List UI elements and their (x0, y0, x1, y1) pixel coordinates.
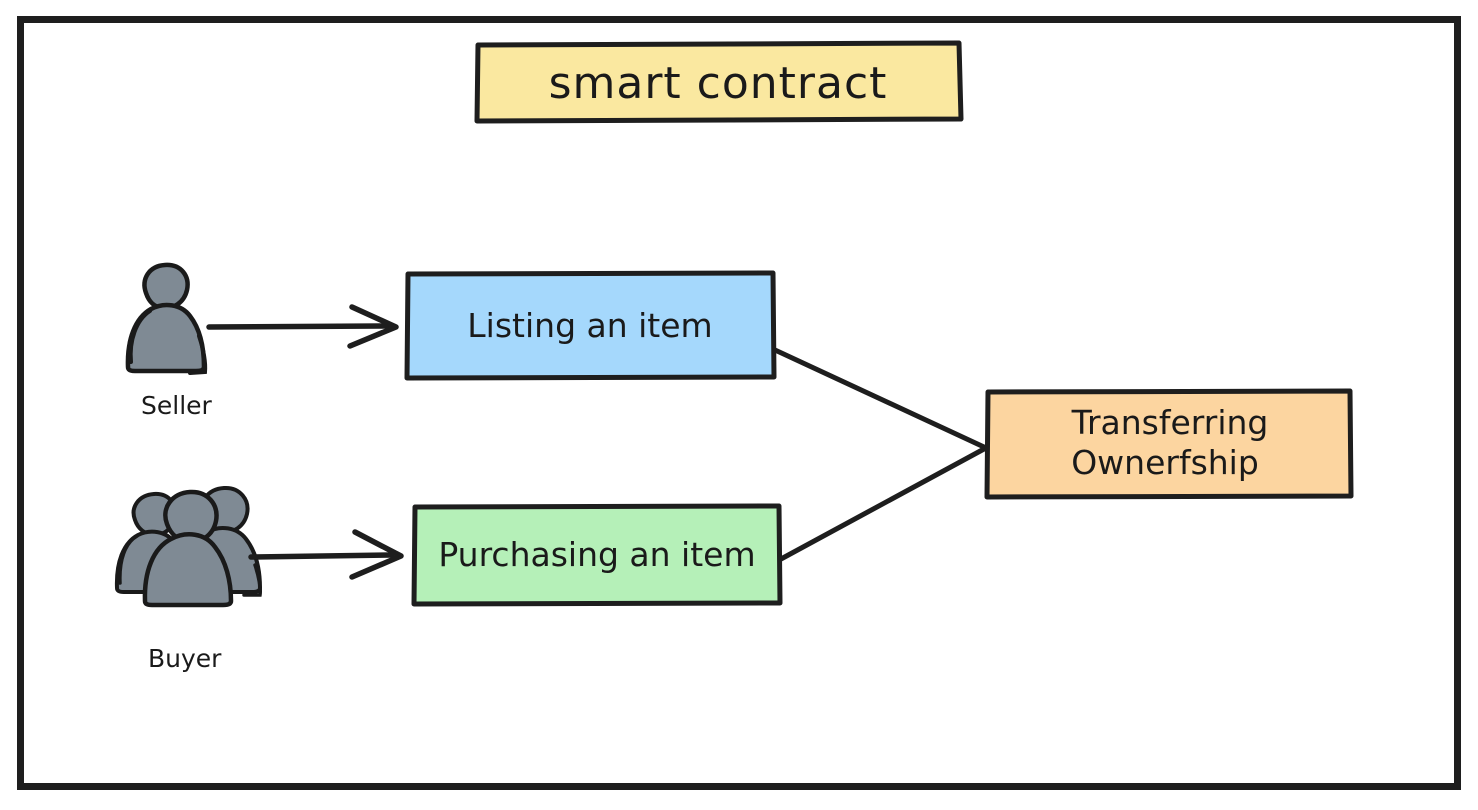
arrow-head-chevron (347, 304, 399, 349)
arrow-shaft (206, 323, 392, 330)
listing-box-shape (404, 270, 777, 381)
smart-contract-title: smart contract (549, 58, 888, 109)
person-body-shape (125, 302, 207, 374)
arrow-head-chevron (349, 529, 404, 580)
arrow-shaft (248, 552, 395, 560)
person-sketch-stroke-left (128, 309, 152, 364)
node-listing-an-item[interactable]: Listing an item (404, 270, 777, 381)
group-sketch-stroke-right (242, 563, 262, 597)
group-sketch-stroke-left (118, 534, 139, 585)
connector-purchasing-to-transfer (778, 446, 987, 562)
transfer-box-shape (984, 388, 1354, 500)
actor-label-buyer: Buyer (148, 644, 222, 673)
purchasing-box-shape (411, 503, 783, 607)
group-person-front-body (142, 532, 234, 608)
actor-seller[interactable]: Seller (125, 262, 213, 420)
node-purchasing-an-item[interactable]: Purchasing an item (411, 503, 783, 607)
actor-buyer[interactable]: Buyer (114, 485, 262, 673)
actor-label-seller: Seller (141, 391, 213, 420)
node-transferring-ownership[interactable]: Transferring Ownerfship (984, 388, 1354, 500)
arrow-buyer-to-purchasing (248, 529, 404, 580)
node-smart-contract[interactable]: smart contract (474, 40, 964, 124)
purchasing-box-label: Purchasing an item (438, 535, 755, 574)
smart-contract-box-shape (474, 40, 964, 124)
listing-box-label: Listing an item (467, 306, 712, 345)
arrow-seller-to-listing (206, 304, 399, 349)
transfer-box-label-line2: Ownerfship (1071, 443, 1259, 482)
single-person-icon (125, 262, 208, 375)
person-sketch-stroke-right (188, 334, 208, 375)
person-head-shape (142, 262, 190, 311)
diagram-outer-frame (17, 16, 1461, 790)
transfer-box-label-line1: Transferring (1071, 403, 1269, 442)
group-of-people-icon (114, 485, 262, 608)
connector-listing-to-transfer (772, 347, 987, 450)
